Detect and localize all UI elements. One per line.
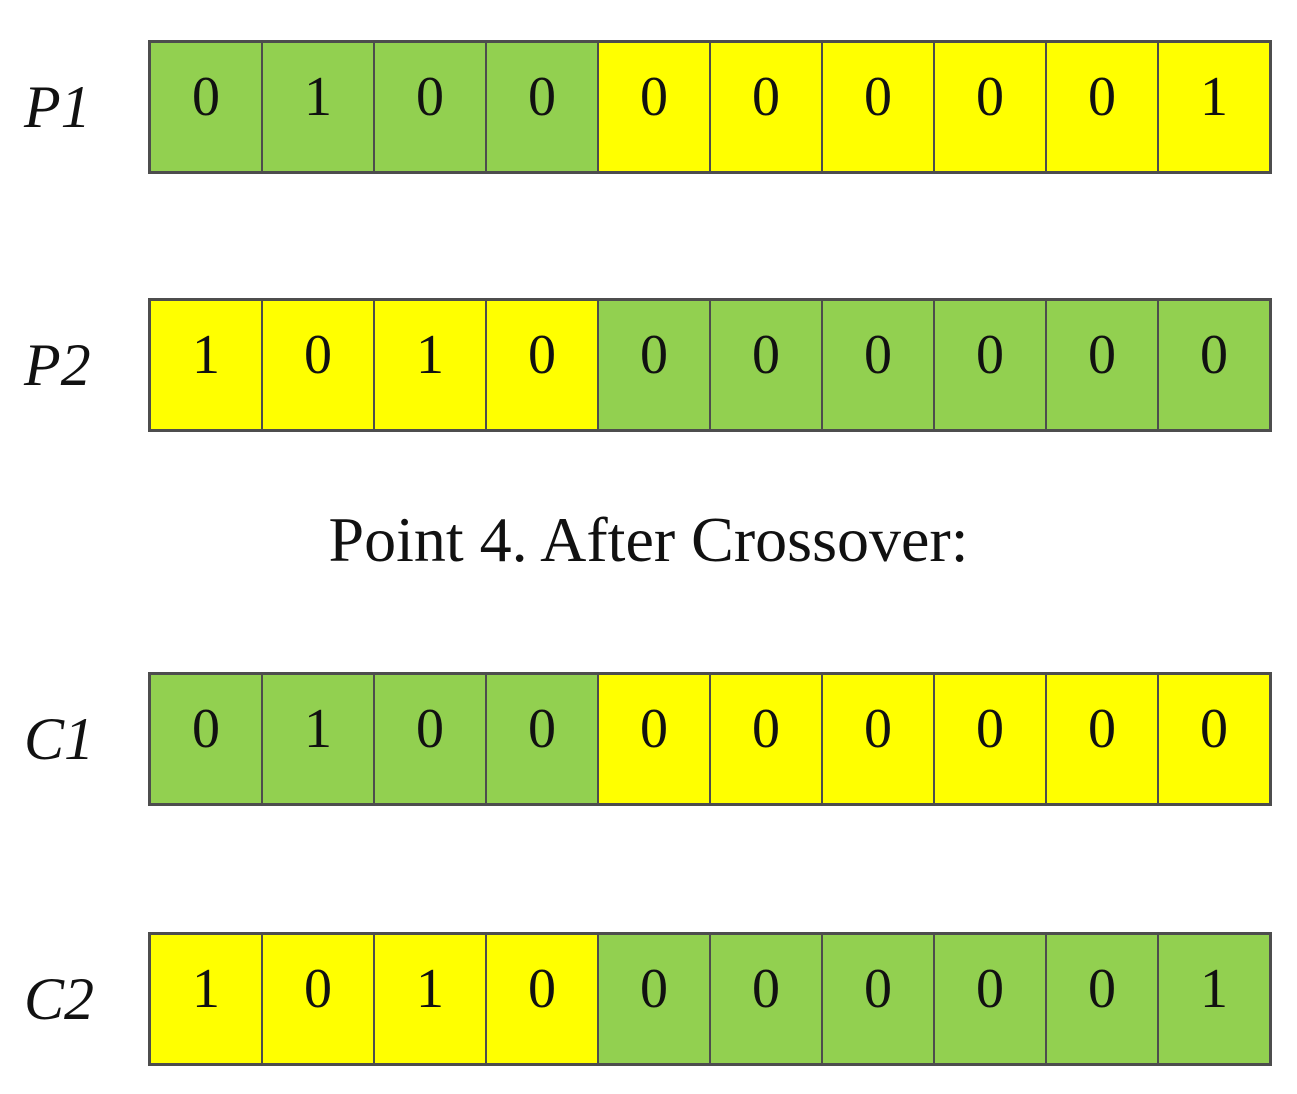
gene-cell: 0 xyxy=(263,301,375,429)
gene-cell: 0 xyxy=(487,301,599,429)
chromosome-label-c2: C2 xyxy=(24,966,95,1032)
gene-cell: 0 xyxy=(151,43,263,171)
gene-cell: 0 xyxy=(935,675,1047,803)
gene-cell: 0 xyxy=(823,43,935,171)
gene-cell: 1 xyxy=(375,301,487,429)
gene-cell: 0 xyxy=(1047,301,1159,429)
chromosome-row-p2: P2 1 0 1 0 0 0 0 0 0 0 xyxy=(0,298,1297,432)
chromosome-row-c2: C2 1 0 1 0 0 0 0 0 0 1 xyxy=(0,932,1297,1066)
gene-cell: 1 xyxy=(1159,43,1269,171)
gene-cell: 0 xyxy=(823,675,935,803)
gene-cell: 0 xyxy=(823,301,935,429)
gene-cell: 0 xyxy=(1159,675,1269,803)
gene-cell: 0 xyxy=(711,935,823,1063)
gene-cell: 1 xyxy=(263,43,375,171)
chromosome-label-p1: P1 xyxy=(24,74,91,140)
gene-cell: 0 xyxy=(151,675,263,803)
gene-cell: 0 xyxy=(487,43,599,171)
gene-strip-p1: 0 1 0 0 0 0 0 0 0 1 xyxy=(148,40,1272,174)
gene-cell: 0 xyxy=(599,301,711,429)
gene-strip-c1: 0 1 0 0 0 0 0 0 0 0 xyxy=(148,672,1272,806)
gene-cell: 0 xyxy=(1047,935,1159,1063)
gene-cell: 0 xyxy=(711,43,823,171)
chromosome-label-c1: C1 xyxy=(24,706,95,772)
gene-cell: 0 xyxy=(935,43,1047,171)
gene-cell: 0 xyxy=(599,935,711,1063)
gene-cell: 0 xyxy=(711,675,823,803)
chromosome-label-p2: P2 xyxy=(24,332,91,398)
crossover-caption: Point 4. After Crossover: xyxy=(328,504,969,575)
chromosome-row-p1: P1 0 1 0 0 0 0 0 0 0 1 xyxy=(0,40,1297,174)
gene-cell: 0 xyxy=(487,935,599,1063)
gene-cell: 0 xyxy=(935,935,1047,1063)
gene-cell: 0 xyxy=(935,301,1047,429)
gene-cell: 1 xyxy=(375,935,487,1063)
gene-cell: 1 xyxy=(151,935,263,1063)
gene-cell: 0 xyxy=(375,43,487,171)
gene-cell: 0 xyxy=(1047,43,1159,171)
gene-strip-c2: 1 0 1 0 0 0 0 0 0 1 xyxy=(148,932,1272,1066)
gene-cell: 0 xyxy=(487,675,599,803)
gene-cell: 0 xyxy=(375,675,487,803)
gene-cell: 0 xyxy=(1047,675,1159,803)
gene-cell: 1 xyxy=(151,301,263,429)
gene-cell: 0 xyxy=(1159,301,1269,429)
chromosome-row-c1: C1 0 1 0 0 0 0 0 0 0 0 xyxy=(0,672,1297,806)
gene-cell: 0 xyxy=(263,935,375,1063)
gene-cell: 0 xyxy=(823,935,935,1063)
gene-cell: 0 xyxy=(599,675,711,803)
gene-cell: 0 xyxy=(711,301,823,429)
gene-cell: 1 xyxy=(1159,935,1269,1063)
gene-strip-p2: 1 0 1 0 0 0 0 0 0 0 xyxy=(148,298,1272,432)
gene-cell: 1 xyxy=(263,675,375,803)
gene-cell: 0 xyxy=(599,43,711,171)
